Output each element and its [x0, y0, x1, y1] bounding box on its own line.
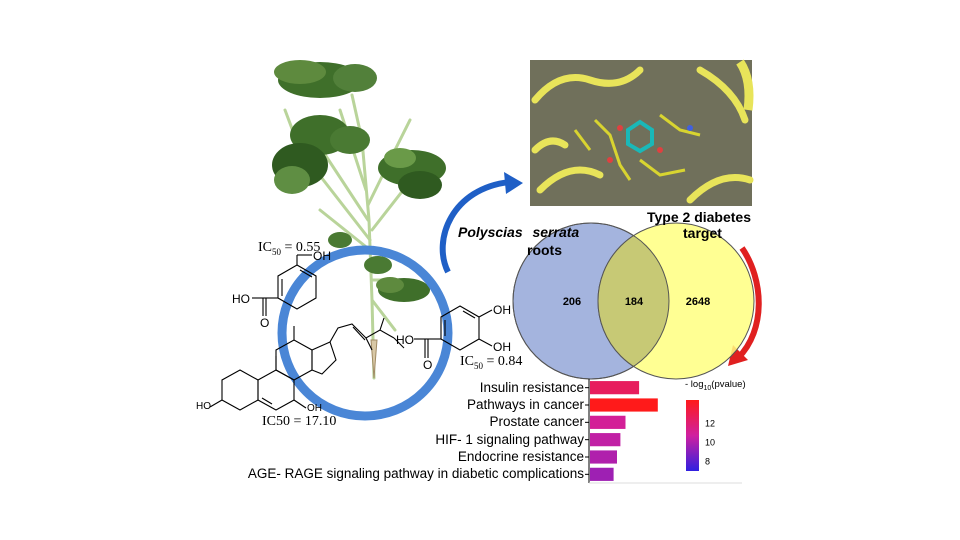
- highlight-ring: [277, 245, 453, 421]
- target-sub: target: [683, 225, 722, 241]
- venn-left-count: 206: [563, 296, 581, 308]
- legend-title: - log10(pvalue): [685, 379, 746, 392]
- ic50-top-label: IC50 = 0.55: [258, 240, 321, 257]
- venn-right-count: 2648: [686, 296, 710, 308]
- bar-label-3: HIF- 1 signaling pathway: [435, 431, 584, 447]
- ho-steroid: HO: [196, 401, 211, 412]
- blue-arrow-head: [504, 172, 523, 194]
- ho-right: HO: [396, 333, 414, 347]
- blue-curved-arrow: [439, 179, 511, 274]
- chemical-structures: [209, 254, 493, 411]
- oh-top: OH: [313, 249, 331, 263]
- colorbar-tick-2: 12: [705, 419, 715, 429]
- bar-2: [590, 415, 626, 429]
- bar-label-2: Prostate cancer: [489, 414, 584, 430]
- venn-overlap: [597, 223, 669, 379]
- bar-label-5: AGE- RAGE signaling pathway in diabetic …: [247, 466, 584, 482]
- colorbar-tick-1: 10: [705, 438, 715, 448]
- oh-steroid: OH: [307, 403, 322, 414]
- oh-right-2: OH: [493, 340, 511, 354]
- protein-docking-image: [530, 59, 754, 206]
- bar-1: [590, 398, 658, 412]
- venn-overlap-count: 184: [625, 296, 644, 308]
- colorbar: [686, 400, 699, 471]
- enrichment-bar-chart: 8 10 12: [585, 379, 742, 484]
- bar-label-4: Endocrine resistance: [457, 449, 584, 464]
- plant-name: Polyscias serrata: [458, 224, 580, 240]
- bar-label-1: Pathways in cancer: [466, 397, 584, 412]
- red-curved-arrow: [735, 246, 762, 361]
- ic50-right-label: IC50 = 0.84: [460, 354, 523, 371]
- venn-diagram: 206 184 2648: [512, 222, 755, 380]
- plant-part: roots: [527, 242, 562, 258]
- o-right: O: [423, 358, 433, 372]
- colorbar-tick-0: 8: [705, 457, 710, 467]
- target-title: Type 2 diabetes: [647, 209, 752, 225]
- plant-illustration: [272, 60, 446, 380]
- bar-0: [590, 381, 640, 395]
- bar-label-0: Insulin resistance: [479, 379, 584, 395]
- ic50-bottom-label: IC50 = 17.10: [262, 414, 337, 429]
- bar-3: [590, 433, 621, 447]
- oh-right-1: OH: [493, 303, 511, 317]
- bar-5: [590, 467, 614, 481]
- ho-top: HO: [232, 292, 250, 306]
- bar-4: [590, 450, 617, 464]
- o-top: O: [260, 316, 270, 330]
